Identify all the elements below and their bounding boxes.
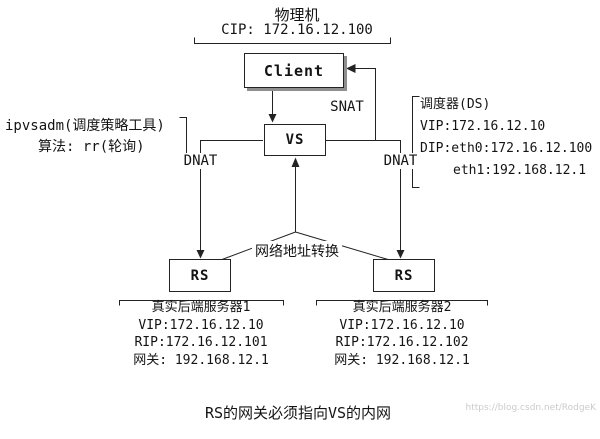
ipvsadm-note: ipvsadm(调度策略工具) 算法: rr(轮询) [5,116,183,158]
rs1-info: 真实后端服务器1 VIP:172.16.12.10 RIP:172.16.12.… [116,299,286,369]
snat-label: SNAT [330,99,364,115]
footer-caption: RS的网关必须指向VS的内网 [204,404,392,422]
ipvsadm-note-line1: ipvsadm(调度策略工具) [5,118,165,134]
rs2-rip: RIP:172.16.12.102 [335,335,469,350]
rs2-info: 真实后端服务器2 VIP:172.16.12.10 RIP:172.16.12.… [314,299,490,369]
ds-note-dip: DIP:eth0:172.16.12.100 [420,141,593,156]
dnat-right-label: DNAT [372,153,429,169]
rs1-rip: RIP:172.16.12.101 [134,335,268,350]
ds-note: 调度器(DS) VIP:172.16.12.10 DIP:eth0:172.16… [420,94,596,182]
rs1-node: RS [169,259,231,292]
rs2-vip: VIP:172.16.12.10 [339,317,465,333]
rs1-title: 真实后端服务器1 [151,300,251,315]
rs1-vip: VIP:172.16.12.10 [138,317,264,333]
watermark: https://blog.csdn.net/RodgeK [465,403,597,413]
physical-machine-label: 物理机 [274,6,320,24]
ds-note-eth1: eth1:192.168.12.1 [453,163,587,178]
client-node: Client [244,53,344,88]
dnat-left-label: DNAT [172,153,229,169]
rs2-node: RS [373,259,435,292]
nat-translation-caption: 网络地址转换 [252,241,342,261]
client-to-vs-arrow [268,89,277,123]
ds-note-bracket [412,96,420,188]
client-ip-label: CIP: 172.16.12.100 [221,22,373,38]
ds-note-title: 调度器(DS) [420,97,491,112]
vs-node: VS [264,124,326,156]
rs2-title: 真实后端服务器2 [352,300,452,315]
rs2-gateway: 网关: 192.168.12.1 [334,352,470,368]
rs1-gateway: 网关: 192.168.12.1 [133,352,269,368]
ds-note-vip: VIP:172.16.12.10 [420,119,546,134]
ipvsadm-note-line2: 算法: rr(轮询) [38,139,145,155]
top-group-bracket [194,37,391,44]
